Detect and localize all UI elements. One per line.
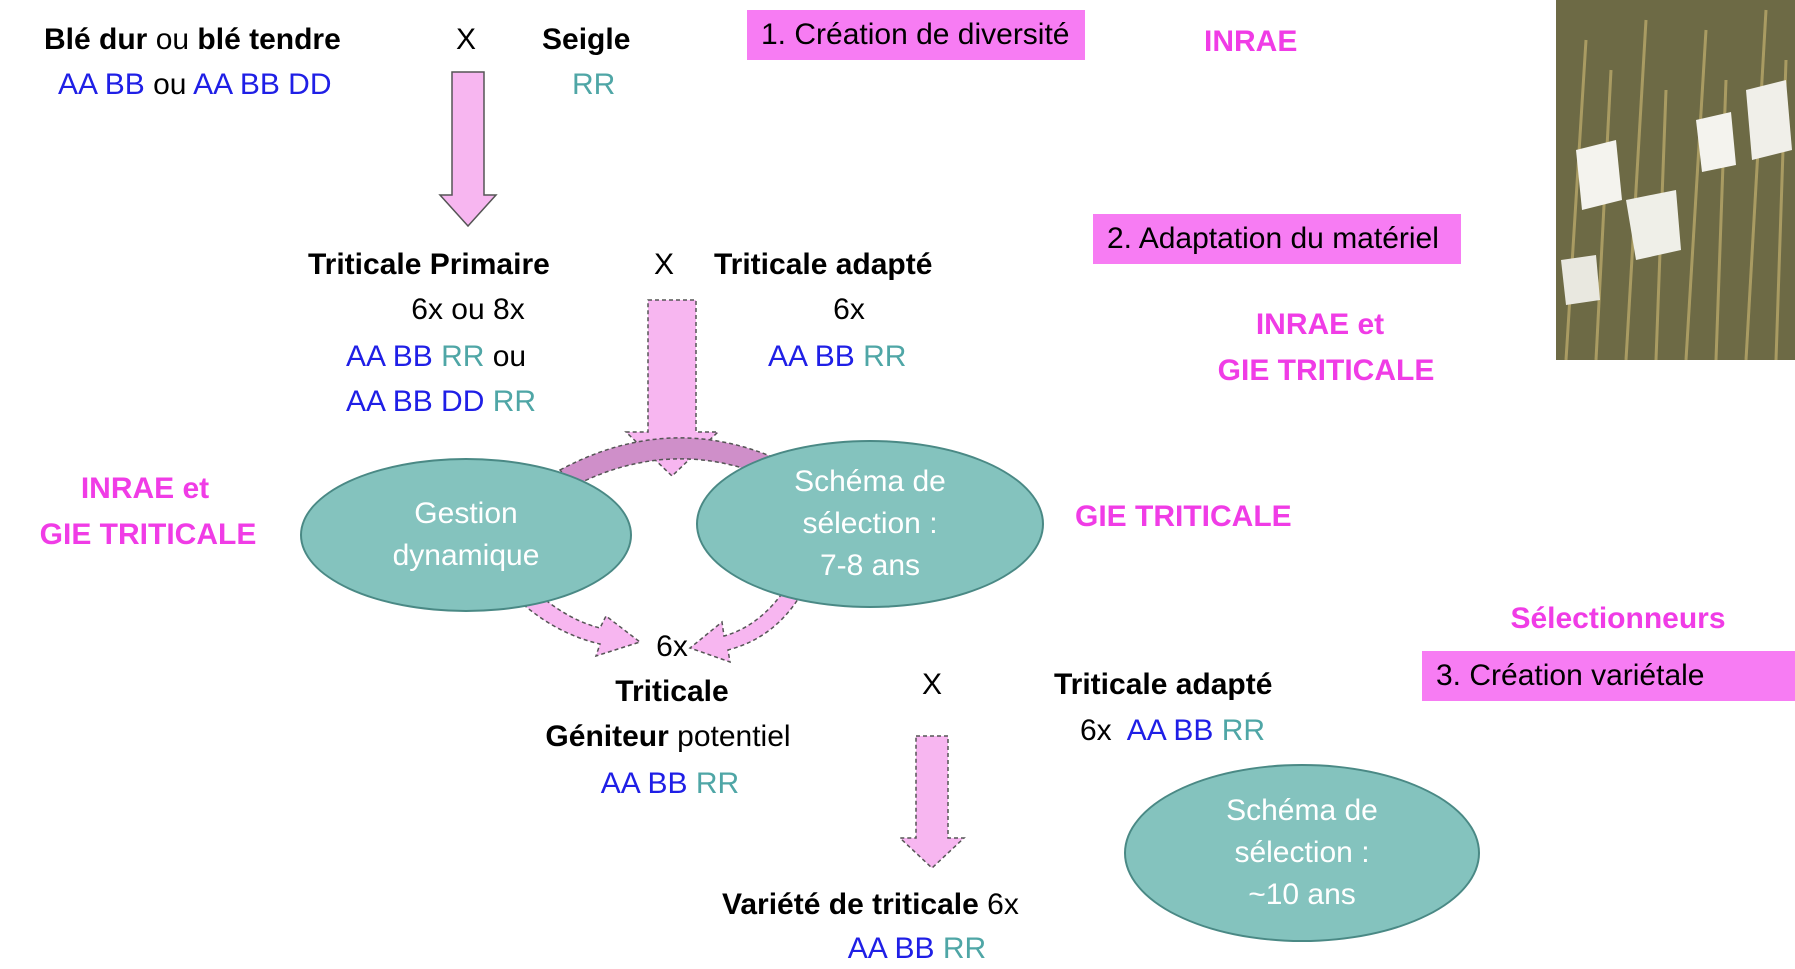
parent-ble: Blé dur ou blé tendre: [44, 23, 341, 57]
ellipse-gestion-dynamique: Gestion dynamique: [300, 458, 632, 612]
geniteur-genome-rr: RR: [695, 767, 740, 800]
adapte-ploidy-2: 6x: [1080, 714, 1112, 747]
ellipse-schema-selection-1: Schéma de sélection : 7-8 ans: [696, 440, 1044, 608]
cross-symbol-3: X: [922, 668, 943, 701]
geniteur-title: Triticale: [615, 675, 728, 709]
schema1-line-1: Schéma de: [794, 465, 946, 498]
cross-symbol-1: X: [456, 23, 477, 56]
adapte-genome-2: 6x AA BB RR: [1080, 714, 1265, 748]
org-gie-3: GIE TRITICALE: [1075, 500, 1292, 533]
ble-tendre-label: blé tendre: [197, 23, 341, 56]
geniteur-potentiel: Géniteur potentiel: [545, 720, 790, 754]
primaire-genome-1: AA BB RR ou: [346, 340, 526, 374]
step-box-1: 1. Création de diversité: [747, 10, 1085, 60]
wheat-field-photo: [1556, 0, 1795, 360]
triticale-adapte-label-1: Triticale adapté: [714, 248, 933, 281]
org-inrae-2: INRAE et: [1255, 308, 1385, 341]
primaire-ploidy: 6x ou 8x: [411, 293, 525, 326]
org-selectionneurs: Sélectionneurs: [1510, 602, 1726, 635]
primaire-genome-2-rr: RR: [492, 385, 537, 418]
org-left-gie: GIE TRITICALE: [39, 518, 257, 551]
triticale-adapte-title-1: Triticale adapté: [714, 248, 932, 282]
schema2-line-2: sélection :: [1234, 836, 1370, 869]
adapte-ploidy-1: 6x: [833, 293, 865, 326]
primaire-genome-1-rr: RR: [441, 340, 485, 373]
adapte-genome-2-rr: RR: [1221, 714, 1266, 747]
genome-seigle: RR: [572, 68, 616, 101]
geniteur-genome-ab: AA BB: [600, 767, 688, 800]
geniteur-label: Géniteur: [545, 720, 669, 753]
adapte-genome-1-ab: AA BB: [768, 340, 855, 373]
variete-label: Variété de triticale: [722, 888, 979, 921]
schema1-line-3: 7-8 ans: [819, 549, 921, 582]
schema2-line-1: Schéma de: [1226, 794, 1378, 827]
triticale-primaire-title: Triticale Primaire: [308, 248, 550, 282]
genome-ble: AA BB ou AA BB DD: [58, 68, 332, 102]
variete-title: Variété de triticale 6x: [722, 888, 1019, 922]
triticale-primaire-label: Triticale Primaire: [308, 248, 550, 281]
gestion-line-1: Gestion: [414, 497, 518, 530]
ellipse-schema-selection-2: Schéma de sélection : ~10 ans: [1124, 764, 1480, 942]
ble-dur-label: Blé dur: [44, 23, 148, 56]
org-left-inrae: INRAE et: [80, 472, 210, 505]
variete-genome: AA BB RR: [848, 932, 986, 966]
arrow-variete-down: [898, 735, 966, 870]
triticale-adapte-title-2: Triticale adapté: [1054, 668, 1272, 702]
geniteur-ploidy: 6x: [656, 630, 688, 663]
adapte-genome-1-rr: RR: [863, 340, 907, 373]
primaire-genome-1-ab: AA BB: [346, 340, 433, 373]
variete-genome-rr: RR: [942, 932, 987, 965]
potentiel-label: potentiel: [677, 720, 791, 753]
gestion-line-2: dynamique: [392, 539, 540, 572]
primaire-genome-2-abd: AA BB DD: [346, 385, 485, 418]
adapte-genome-2-ab: AA BB: [1126, 714, 1214, 747]
arc-between-ellipses: [558, 437, 786, 487]
genome-ble-tendre: AA BB DD: [193, 68, 332, 101]
org-gie-2: GIE TRITICALE: [1217, 354, 1435, 387]
triticale-adapte-label-2: Triticale adapté: [1054, 668, 1273, 701]
step-box-3: 3. Création variétale: [1422, 651, 1795, 701]
variete-genome-ab: AA BB: [847, 932, 935, 965]
geniteur-genome: AA BB RR: [601, 767, 739, 801]
seigle-label: Seigle: [542, 23, 631, 56]
variete-ploidy: 6x: [987, 888, 1019, 921]
schema2-line-3: ~10 ans: [1248, 878, 1356, 911]
parent-seigle: Seigle: [542, 23, 630, 57]
genome-ou: ou: [153, 68, 187, 101]
ou-label: ou: [155, 23, 190, 56]
adapte-genome-1: AA BB RR: [768, 340, 906, 374]
org-inrae-1: INRAE: [1204, 25, 1298, 58]
genome-ble-dur: AA BB: [58, 68, 145, 101]
geniteur-triticale-label: Triticale: [615, 675, 729, 708]
schema1-line-2: sélection :: [802, 507, 938, 540]
primaire-genome-2: AA BB DD RR: [346, 385, 536, 419]
arrow-creation-down: [438, 71, 498, 228]
wheat-field-illustration: [1556, 0, 1795, 360]
step-box-2: 2. Adaptation du matériel: [1093, 214, 1461, 264]
cross-symbol-2: X: [654, 248, 675, 281]
primaire-genome-ou: ou: [492, 340, 527, 373]
arrow-schema-to-6x: [688, 587, 802, 664]
